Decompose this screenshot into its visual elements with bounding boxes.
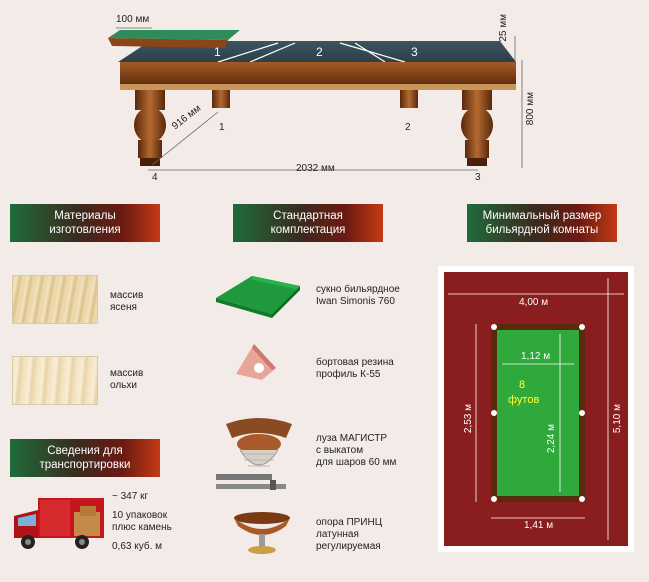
leg-back-right <box>400 90 418 108</box>
leg-front-left <box>134 90 166 166</box>
leg-label-3: 3 <box>475 172 481 183</box>
pocket-label-3: 3 <box>411 45 418 59</box>
room-width: 4,00 м <box>519 297 549 308</box>
alder-wood-swatch <box>12 356 98 405</box>
pocket-label-1: 1 <box>214 45 221 59</box>
pocket-label-2: 2 <box>316 45 323 59</box>
play-height: 2,24 м <box>546 424 557 454</box>
play-width: 1,12 м <box>521 351 551 362</box>
ash-wood-swatch <box>12 275 98 324</box>
leg-label-4: 4 <box>152 172 158 183</box>
room-height: 5,10 м <box>612 404 623 434</box>
table-size-number: 8 <box>519 379 526 391</box>
transport-volume: 0,63 куб. м <box>112 541 162 552</box>
room-plan: 4,00 м 5,10 м 1,41 м 2,53 м 1,12 м 2,24 … <box>436 264 636 554</box>
billiard-table-illustration <box>108 27 523 171</box>
leg-back-left <box>212 90 230 108</box>
leg-label-1: 1 <box>219 122 225 133</box>
dim-2032: 2032 мм <box>296 163 335 174</box>
cushion-rubber-icon <box>236 344 276 380</box>
table-outer-height: 2,53 м <box>463 404 474 434</box>
table-drawing: 100 мм 25 мм 800 мм 916 мм 2032 мм 1 2 3… <box>0 0 649 190</box>
pocket-icon <box>216 418 292 490</box>
transport-weight: ~ 347 кг <box>112 491 149 502</box>
leg-front-right <box>461 90 493 166</box>
leg-label-2: 2 <box>405 122 411 133</box>
table-size-unit: футов <box>508 394 540 406</box>
dim-100: 100 мм <box>116 14 150 25</box>
brass-foot-icon <box>234 512 290 554</box>
dim-800: 800 мм <box>525 92 536 126</box>
table-outer-width: 1,41 м <box>524 520 554 531</box>
dim-25: 25 мм <box>498 14 509 42</box>
delivery-truck-icon <box>14 498 104 549</box>
cloth-icon <box>216 276 300 318</box>
